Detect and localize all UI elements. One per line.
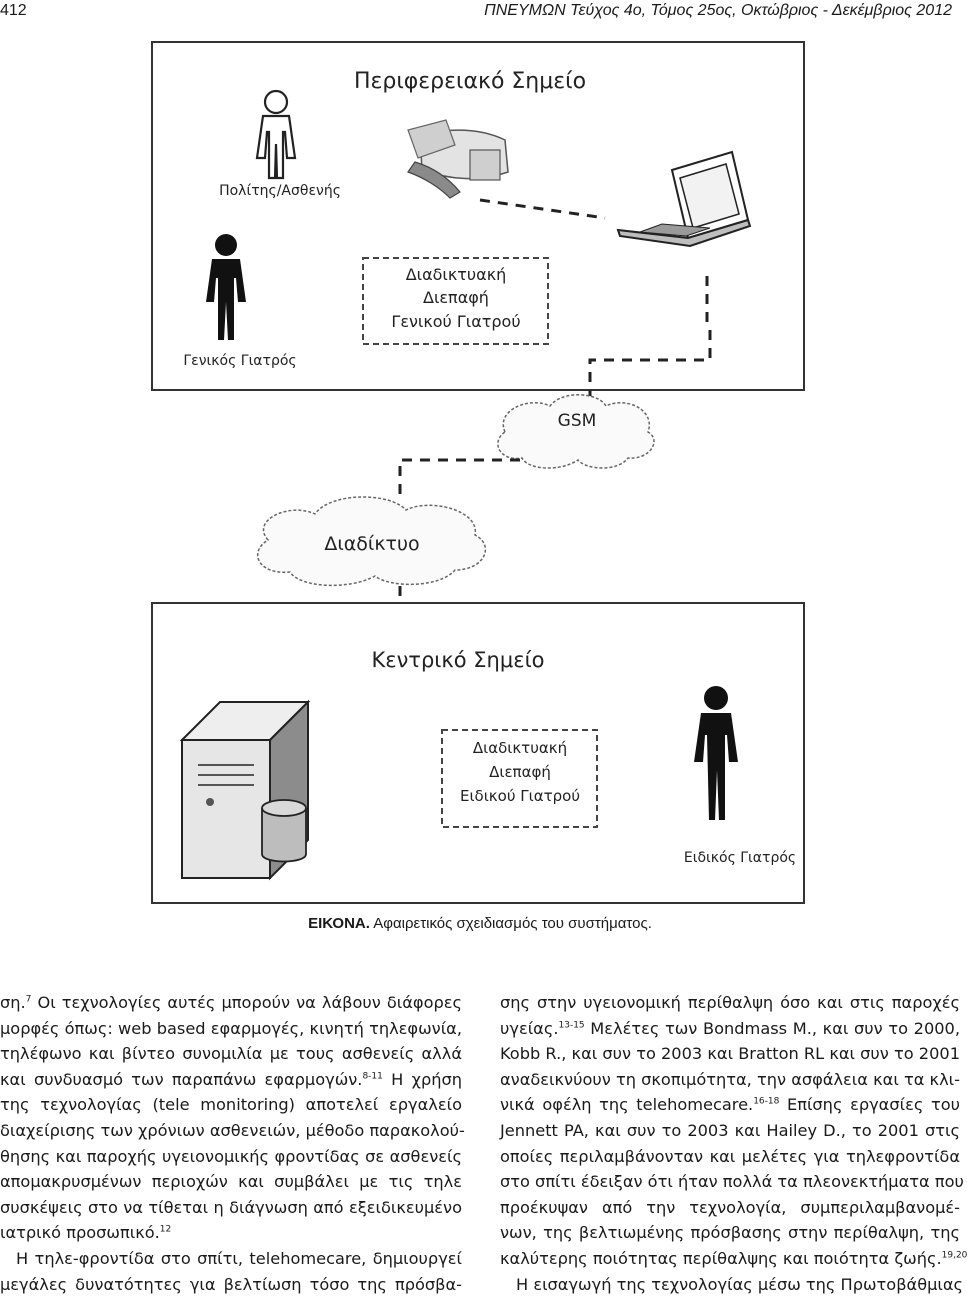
- citation-ref: 7: [25, 994, 32, 1005]
- general-practitioner-label: Γενικός Γιατρός: [183, 353, 296, 369]
- specialist-interface-line-3: Ειδικού Γιατρού: [460, 787, 580, 805]
- database-icon: [261, 799, 307, 863]
- text-line: μεγάλες δυνατότητες για βελτίωση τόσο τη…: [0, 1274, 462, 1294]
- citation-ref: 8-11: [362, 1071, 383, 1082]
- right-text-column: σης στην υγειονομική περίθαλψη όσο και σ…: [500, 990, 967, 1297]
- citation-ref: 19,20: [941, 1250, 967, 1261]
- figure-caption: ΕΙΚΟΝΑ. Αφαιρετικός σχειδιασμός του συστ…: [0, 915, 960, 932]
- central-site-title: Κεντρικό Σημείο: [371, 648, 544, 672]
- text-line: αναδεικνύουν τη σκοπιμότητα, την ασφάλει…: [500, 1069, 960, 1089]
- text-line: μορφές όπως: web based εφαρμογές, κινητή…: [0, 1018, 462, 1038]
- specialist-doctor-icon: [694, 686, 738, 820]
- citation-ref: 16-18: [753, 1096, 780, 1107]
- gsm-cloud-icon: [497, 394, 655, 469]
- gp-interface-line-3: Γενικού Γιατρού: [391, 312, 520, 331]
- internet-label: Διαδίκτυο: [324, 533, 419, 555]
- text-line: Η εισαγωγή της τεχνολογίας μέσω της Πρωτ…: [516, 1274, 964, 1294]
- gp-interface-box: [362, 257, 549, 345]
- text-line: Η τηλε-φροντίδα στο σπίτι, telehomecare,…: [16, 1248, 462, 1268]
- specialist-interface-line-2: Διεπαφή: [489, 763, 551, 781]
- peripheral-site-box: [151, 41, 805, 391]
- text-line: και συνδυασμό των παραπάνω εφαρμογών.8-1…: [0, 1069, 462, 1089]
- text-line: νικά οφέλη της telehomecare.16-18 Επίσης…: [500, 1095, 960, 1115]
- caption-text: Αφαιρετικός σχειδιασμός του συστήματος.: [369, 915, 652, 932]
- page-header: 412 ΠΝΕΥΜΩΝ Τεύχος 4ο, Τόμος 25ος, Οκτώβ…: [0, 0, 960, 28]
- text-line: διαχείρισης των χρόνιων ασθενειών, μέθοδ…: [0, 1120, 465, 1140]
- text-line: ση.7 Οι τεχνολογίες αυτές μπορούν να λάβ…: [0, 993, 462, 1012]
- laptop-icon: [616, 150, 752, 248]
- text-line: Jennett PA, και συν το 2003 και Hailey D…: [500, 1120, 960, 1140]
- central-site-box: [151, 602, 805, 904]
- caption-label: ΕΙΚΟΝΑ.: [308, 915, 370, 932]
- gp-interface-line-1: Διαδικτυακή: [406, 265, 507, 284]
- laptop-gsm-connector: [588, 330, 712, 400]
- internet-cloud-icon: [256, 496, 487, 586]
- peripheral-site-title: Περιφερειακό Σημείο: [354, 69, 586, 94]
- text-line: νων, της βελτιωμένης πρόσβασης στην περί…: [500, 1223, 960, 1243]
- journal-reference: ΠΝΕΥΜΩΝ Τεύχος 4ο, Τόμος 25ος, Οκτώβριος…: [484, 2, 952, 19]
- specialist-doctor-label: Ειδικός Γιατρός: [684, 850, 796, 866]
- text-line: καλύτερης ποιότητας περίθαλψης και ποιότ…: [500, 1248, 967, 1268]
- text-line: απομακρυσμένων περιοχών και συμβάλει με …: [0, 1172, 462, 1192]
- text-line: σης στην υγειονομική περίθαλψη όσο και σ…: [500, 993, 960, 1012]
- text-line: υγείας.13-15 Μελέτες των Bondmass M., κα…: [500, 1018, 960, 1038]
- specialist-interface-box: [441, 729, 598, 828]
- text-line: προέκυψαν από την τεχνολογία, συμπεριλαμ…: [500, 1197, 960, 1217]
- gsm-label: GSM: [558, 411, 597, 431]
- text-line: συσκέψεις στο να τίθεται η διάγνωση από …: [0, 1197, 462, 1217]
- text-line: Kobb R., και συν το 2003 και Bratton RL …: [500, 1044, 960, 1064]
- system-diagram-figure: Περιφερειακό Σημείο Πολίτης/Ασθενής Γενι…: [150, 40, 810, 910]
- citation-ref: 13-15: [558, 1020, 585, 1031]
- left-text-column: ση.7 Οι τεχνολογίες αυτές μπορούν να λάβ…: [0, 990, 465, 1297]
- specialist-interface-line-1: Διαδικτυακή: [473, 739, 567, 757]
- text-line: στο σπίτι έδειξαν ότι ήταν πολλά τα πλεο…: [500, 1172, 964, 1192]
- server-icon: [179, 699, 311, 881]
- text-line: της τεχνολογίας (tele monitoring) αποτελ…: [0, 1095, 462, 1115]
- citation-ref: 12: [159, 1224, 172, 1235]
- text-line: ιατρικό προσωπικό.12: [0, 1223, 172, 1243]
- text-line: οποίες περιλαμβάνονταν και μελέτες για τ…: [500, 1146, 960, 1166]
- patient-figure-icon: [255, 89, 297, 180]
- general-practitioner-icon: [206, 234, 246, 340]
- text-line: θησης και παροχής υγειονομικής φροντίδας…: [0, 1146, 462, 1166]
- peripheral-connectors: [479, 198, 709, 330]
- gsm-internet-connector: [398, 458, 520, 500]
- spirometer-device-icon: [407, 119, 509, 199]
- text-line: τηλέφωνο και βίντεο συνομιλία με τους ασ…: [0, 1044, 462, 1064]
- patient-label: Πολίτης/Ασθενής: [219, 183, 341, 199]
- page-number: 412: [0, 2, 27, 19]
- gp-interface-line-2: Διεπαφή: [423, 288, 489, 307]
